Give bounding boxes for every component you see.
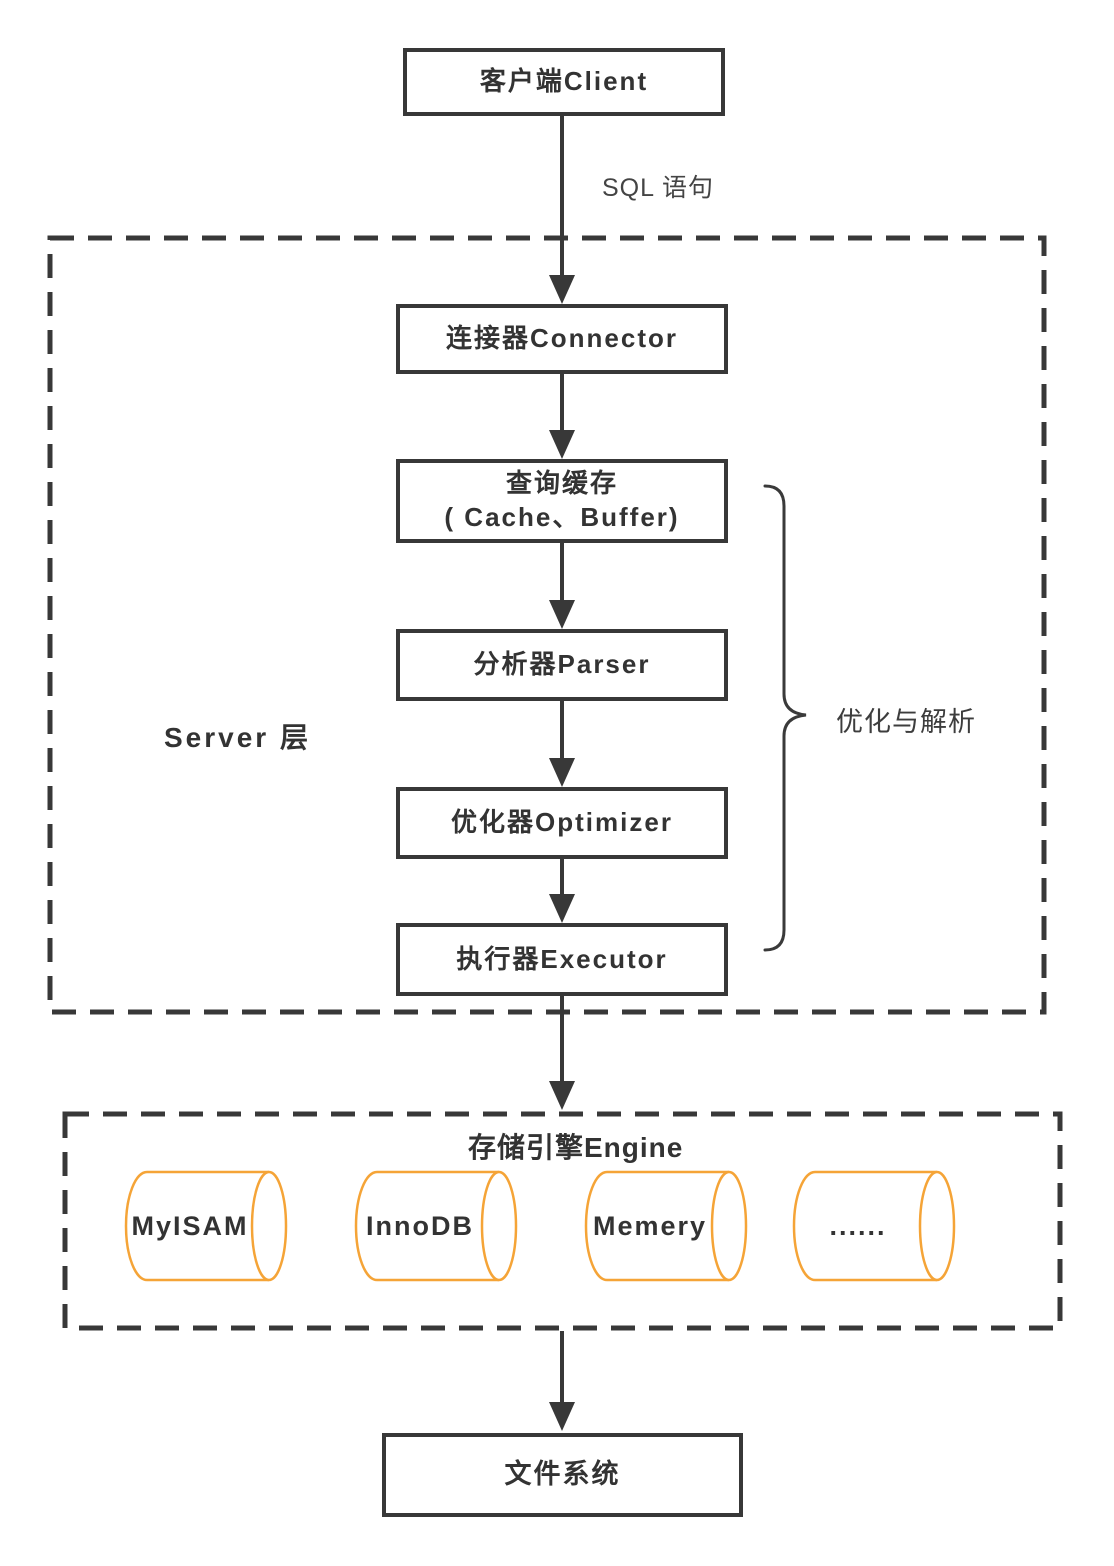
cylinder-shape <box>354 1170 518 1282</box>
connector-box-label: 连接器Connector <box>445 323 678 354</box>
query-cache-label-line1: 查询缓存 <box>505 468 618 499</box>
client-box-label: 客户端Client <box>479 66 649 97</box>
connector-box: 连接器Connector <box>396 304 728 374</box>
arrow-optimizer-to-executor <box>549 859 575 923</box>
arrow-client-to-connector <box>549 116 575 304</box>
engine-label-innodb: InnoDB <box>366 1210 474 1241</box>
engine-label-others: ...... <box>829 1210 887 1241</box>
engine-label-memery: Memery <box>592 1210 708 1241</box>
optimizer-box: 优化器Optimizer <box>396 787 728 859</box>
storage-engine-border <box>62 1111 1063 1331</box>
cylinder-shape <box>792 1170 956 1282</box>
engine-label-myisam: MyISAM <box>131 1210 249 1241</box>
query-cache-box: 查询缓存 ( Cache、Buffer) <box>396 459 728 543</box>
parser-box: 分析器Parser <box>396 629 728 701</box>
executor-box-label: 执行器Executor <box>456 943 668 974</box>
arrow-connector-to-cache <box>549 374 575 459</box>
storage-engine-title: 存储引擎Engine <box>468 1132 684 1163</box>
file-system-box: 文件系统 <box>382 1433 743 1517</box>
query-cache-label-line2: ( Cache、Buffer) <box>444 502 680 532</box>
cylinder-shape <box>124 1170 288 1282</box>
executor-box: 执行器Executor <box>396 923 728 996</box>
file-system-box-label: 文件系统 <box>504 1459 621 1490</box>
arrow-cache-to-parser <box>549 543 575 629</box>
server-layer-border <box>47 235 1047 1015</box>
sql-statement-label: SQL 语句 <box>602 174 715 202</box>
arrow-parser-to-optimizer <box>549 701 575 787</box>
arrow-executor-to-engine <box>549 996 575 1110</box>
engine-cylinder-others: ...... <box>790 1170 956 1282</box>
optimizer-box-label: 优化器Optimizer <box>451 807 673 838</box>
arrow-engine-to-filesystem <box>549 1331 575 1431</box>
server-layer-label: Server 层 <box>164 722 311 753</box>
optimization-parsing-label: 优化与解析 <box>836 707 976 737</box>
engine-cylinder-innodb: InnoDB <box>352 1170 518 1282</box>
parser-box-label: 分析器Parser <box>473 649 651 680</box>
engine-cylinder-memery: Memery <box>582 1170 748 1282</box>
client-box: 客户端Client <box>403 48 725 116</box>
brace-optimization-parsing <box>763 484 807 952</box>
engine-cylinder-myisam: MyISAM <box>122 1170 288 1282</box>
cylinder-shape <box>584 1170 748 1282</box>
